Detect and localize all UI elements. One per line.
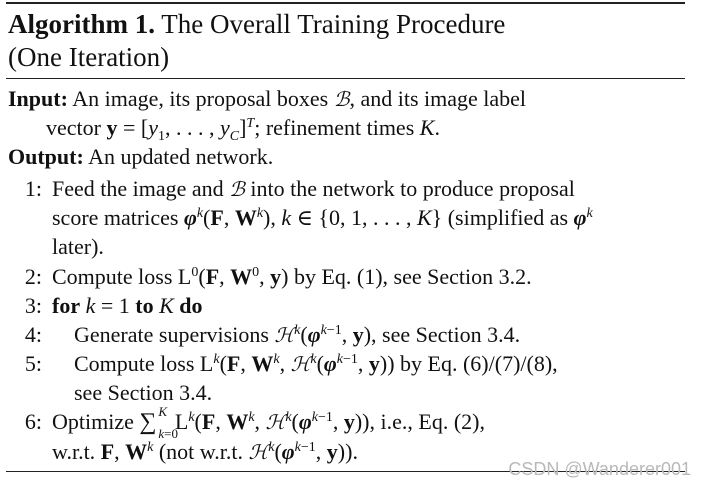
math-B: ℬ: [333, 87, 350, 111]
step-3-keyword-do: do: [179, 293, 203, 318]
step-6-line-2: w.r.t. F, Wk (not w.r.t. ℋk(φk−1, y)).: [52, 437, 358, 467]
step-1-number: 1:: [24, 176, 42, 201]
input-line-1: Input: An image, its proposal boxes ℬ, a…: [8, 84, 526, 114]
output-line: Output: An updated network.: [8, 142, 273, 171]
math-label-vector: y = [y1, . . . , yC]T: [106, 115, 255, 144]
step-3-keyword-for: for: [52, 293, 81, 318]
step-6-number: 6:: [24, 409, 42, 434]
input-text-1: An image, its proposal boxes: [72, 86, 329, 111]
step-4-text-a: Generate supervisions: [74, 322, 269, 347]
step-1-line-1: 1: Feed the image and ℬ into the network …: [8, 174, 575, 204]
step-1-text-a: Feed the image and: [52, 176, 224, 201]
output-label: Output:: [8, 144, 84, 169]
input-text-4: ; refinement times: [254, 115, 415, 140]
step-5-text-b: by Eq. (6)/(7)/(8),: [400, 351, 558, 376]
input-text-2: , and its image label: [349, 86, 527, 111]
step-4-line: 4: Generate supervisions ℋk(φk−1, y), see…: [8, 320, 520, 350]
algorithm-title-text: The Overall Training Procedure: [161, 9, 506, 39]
top-rule: [6, 2, 685, 4]
input-line-2: vector y = [y1, . . . , yC]T; refinement…: [46, 115, 440, 144]
math-K: K: [159, 293, 174, 318]
step-2-line: 2: Compute loss L0(F, W0, y) by Eq. (1), …: [8, 262, 532, 291]
step-5-number: 5:: [24, 351, 42, 376]
step-6-text-b: , i.e., Eq. (2),: [369, 409, 485, 434]
step-1-text-b: into the network to produce proposal: [250, 176, 575, 201]
step-1-text-c: score matrices: [52, 205, 179, 230]
step-1-text-d: (simplified as: [447, 205, 569, 230]
step-5-line-1: 5: Compute loss Lk(F, Wk, ℋk(φk−1, y)) by…: [8, 349, 558, 379]
math-supervision: ℋk(φk−1, y)).: [248, 439, 358, 464]
output-text: An updated network.: [88, 144, 274, 169]
math-supervision: ℋk(φk−1, y): [274, 322, 372, 347]
math-loss-0: L0(F, W0, y): [177, 264, 289, 289]
step-2-text-a: Compute loss: [52, 264, 173, 289]
step-2-number: 2:: [24, 264, 42, 289]
step-4-number: 4:: [24, 322, 42, 347]
math-score-matrices: φk(F, Wk), k ∈ {0, 1, . . . , K}: [183, 205, 443, 230]
step-5-line-2: see Section 3.4.: [74, 378, 212, 407]
step-6-text-c: w.r.t.: [52, 439, 96, 464]
step-5-text-c: see Section 3.4.: [74, 380, 213, 405]
math-loss-k: Lk(F, Wk, ℋk(φk−1, y)): [199, 351, 395, 376]
title-rule: [6, 78, 685, 79]
math-K: K: [419, 115, 435, 140]
math-phi-k: φk: [573, 205, 593, 230]
algorithm-title-line2: (One Iteration): [8, 42, 170, 72]
input-label: Input:: [8, 86, 68, 111]
algorithm-title: Algorithm 1. The Overall Training Proced…: [8, 8, 505, 74]
step-6-text-a: Optimize: [52, 409, 134, 434]
step-5-text-a: Compute loss: [74, 351, 195, 376]
step-6-text-d: (not w.r.t.: [158, 439, 243, 464]
step-1-line-2: score matrices φk(F, Wk), k ∈ {0, 1, . .…: [52, 203, 593, 232]
step-2-text-b: by Eq. (1), see Section 3.2.: [293, 264, 532, 289]
step-3-keyword-to: to: [135, 293, 154, 318]
step-1-text-e: later).: [52, 234, 104, 259]
math-B: ℬ: [229, 177, 245, 201]
algorithm-title-number: Algorithm 1.: [8, 9, 155, 39]
watermark: CSDN @Wanderer001: [508, 459, 691, 479]
math-F-Wk: F, Wk: [100, 439, 154, 464]
step-3-line: 3: for k = 1 to K do: [8, 291, 203, 320]
step-4-text-b: , see Section 3.4.: [371, 322, 521, 347]
math-k-eq-1: k = 1: [85, 293, 130, 318]
input-text-3: vector: [46, 115, 101, 140]
step-1-line-3: later).: [52, 232, 104, 261]
bottom-rule: [6, 471, 685, 472]
step-3-number: 3:: [24, 293, 42, 318]
